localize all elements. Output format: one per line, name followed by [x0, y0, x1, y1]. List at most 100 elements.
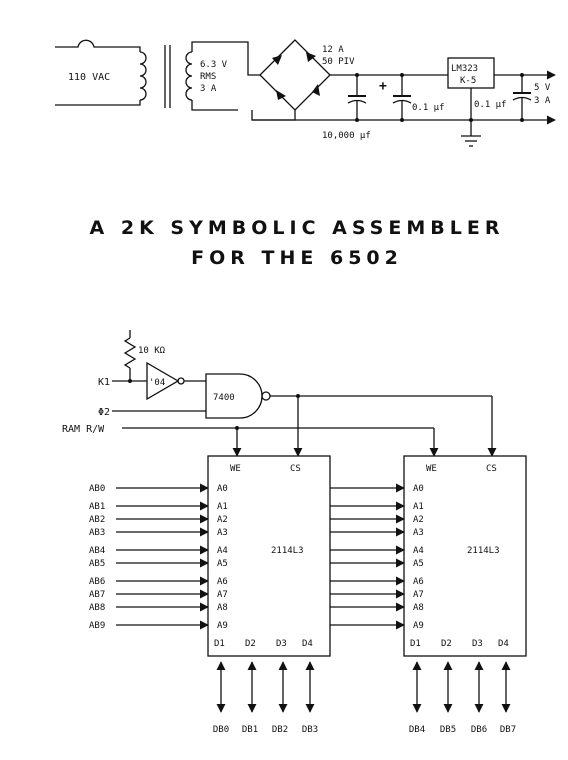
chip-1-body: [207, 455, 331, 657]
input-capacitor: [392, 73, 412, 122]
ram-rw-label: RAM R/W: [62, 424, 105, 435]
nand-label: 7400: [213, 393, 235, 403]
chip-2-pin-a5: A5: [413, 559, 424, 569]
chip-2-pin-d3: D3: [472, 639, 483, 649]
chip-1-pin-a8: A8: [217, 603, 228, 613]
secondary-rms: RMS: [200, 72, 216, 82]
input-line: [55, 39, 141, 52]
data-label-db4: DB4: [409, 725, 425, 735]
filter-capacitor: [347, 73, 367, 122]
filter-cap-value: 10,000 µf: [322, 131, 371, 141]
secondary-current: 3 A: [200, 84, 217, 94]
k1-label: K1: [98, 377, 110, 388]
chip-1-part: 2114L3: [271, 546, 304, 556]
data-label-db7: DB7: [500, 725, 516, 735]
chip-1-pin-d2: D2: [245, 639, 256, 649]
resistor-value: 10 KΩ: [138, 346, 166, 356]
data-label-db6: DB6: [471, 725, 487, 735]
chip-2-pin-d1: D1: [410, 639, 421, 649]
data-label-db1: DB1: [242, 725, 258, 735]
data-bus-chip-2: DB4 DB5 DB6 DB7: [409, 661, 516, 735]
address-label-ab4: AB4: [89, 546, 105, 556]
address-label-ab6: AB6: [89, 577, 105, 587]
address-label-ab7: AB7: [89, 590, 105, 600]
secondary-top-lead: [191, 41, 260, 76]
rectifier-piv: 50 PIV: [322, 57, 355, 67]
chip-1-pin-d3: D3: [276, 639, 287, 649]
chip-2-part: 2114L3: [467, 546, 500, 556]
regulator-suffix: K-5: [460, 76, 476, 86]
chip-1-pin-a5: A5: [217, 559, 228, 569]
address-label-ab5: AB5: [89, 559, 105, 569]
chip-2-pin-a0: A0: [413, 484, 424, 494]
inverter-label: '04: [149, 378, 165, 388]
decode-logic: 10 KΩ K1 '04 7400 Φ2 RAM R/W: [62, 330, 497, 457]
address-label-ab3: AB3: [89, 528, 105, 538]
chip-1-pin-a2: A2: [217, 515, 228, 525]
address-label-ab1: AB1: [89, 502, 105, 512]
title-line-1: A 2K SYMBOLIC ASSEMBLER: [90, 217, 505, 239]
input-return: [55, 100, 141, 106]
data-label-db0: DB0: [213, 725, 229, 735]
chip-1-pin-a7: A7: [217, 590, 228, 600]
chip-2-body: [403, 455, 527, 657]
output-capacitor: [512, 73, 532, 122]
memory-chip-2: WE CS 2114L3 A0 A1 A2 A3 A4 A5 A6 A7 A8 …: [403, 455, 527, 657]
phi2-label: Φ2: [98, 407, 110, 418]
chip-1-pin-a6: A6: [217, 577, 228, 587]
secondary-voltage: 6.3 V: [200, 60, 228, 70]
pullup-resistor: [123, 337, 137, 369]
output-current: 3 A: [534, 96, 551, 106]
secondary-bottom-lead: [191, 100, 238, 111]
chip-1-pin-a3: A3: [217, 528, 228, 538]
output-voltage: 5 V: [534, 83, 551, 93]
input-voltage-label: 110 VAC: [68, 72, 110, 83]
title-line-2: FOR THE 6502: [191, 247, 403, 269]
address-bus: AB0 AB1 AB2 AB3 AB4 AB5 AB6 AB7 AB8 AB9: [89, 483, 405, 631]
secondary-coil: [185, 51, 193, 101]
address-wires-chip-2: [330, 483, 405, 630]
chip-2-cs: CS: [486, 464, 497, 474]
inverter-gate: [146, 361, 180, 401]
address-wires: [116, 483, 209, 630]
input-cap-value: 0.1 µf: [412, 103, 445, 113]
chip-2-pin-d4: D4: [498, 639, 509, 649]
chip-2-pin-a4: A4: [413, 546, 424, 556]
address-label-ab8: AB8: [89, 603, 105, 613]
data-label-db5: DB5: [440, 725, 456, 735]
bridge-bottom-lead: [251, 110, 296, 121]
data-label-db2: DB2: [272, 725, 288, 735]
chip-2-pin-a9: A9: [413, 621, 424, 631]
data-label-db3: DB3: [302, 725, 318, 735]
memory-chip-1: WE CS 2114L3 A0 A1 A2 A3 A4 A5 A6 A7 A8 …: [207, 455, 331, 657]
bridge-rectifier: [259, 39, 331, 111]
chip-2-pin-a2: A2: [413, 515, 424, 525]
rectifier-current: 12 A: [322, 45, 344, 55]
regulator-part: LM323: [451, 64, 478, 74]
primary-coil: [139, 51, 147, 101]
bridge-diodes: [272, 52, 320, 100]
chip-2-pin-a8: A8: [413, 603, 424, 613]
address-label-ab9: AB9: [89, 621, 105, 631]
chip-1-pin-a4: A4: [217, 546, 228, 556]
polarity-mark: +: [379, 79, 387, 94]
chip-1-pin-a9: A9: [217, 621, 228, 631]
chip-2-pin-d2: D2: [441, 639, 452, 649]
output-cap-value: 0.1 µf: [474, 100, 507, 110]
chip-1-pin-a1: A1: [217, 502, 228, 512]
chip-1-cs: CS: [290, 464, 301, 474]
chip-1-pin-a0: A0: [217, 484, 228, 494]
chip-2-pin-a1: A1: [413, 502, 424, 512]
data-bus-chip-1: DB0 DB1 DB2 DB3: [213, 661, 318, 735]
chip-1-pin-d4: D4: [302, 639, 313, 649]
chip-1-pin-d1: D1: [214, 639, 225, 649]
ground-symbol: [461, 120, 481, 147]
chip-2-pin-a3: A3: [413, 528, 424, 538]
chip-2-we: WE: [426, 464, 437, 474]
address-label-ab2: AB2: [89, 515, 105, 525]
chip-2-pin-a6: A6: [413, 577, 424, 587]
chip-1-we: WE: [230, 464, 241, 474]
address-label-ab0: AB0: [89, 484, 105, 494]
